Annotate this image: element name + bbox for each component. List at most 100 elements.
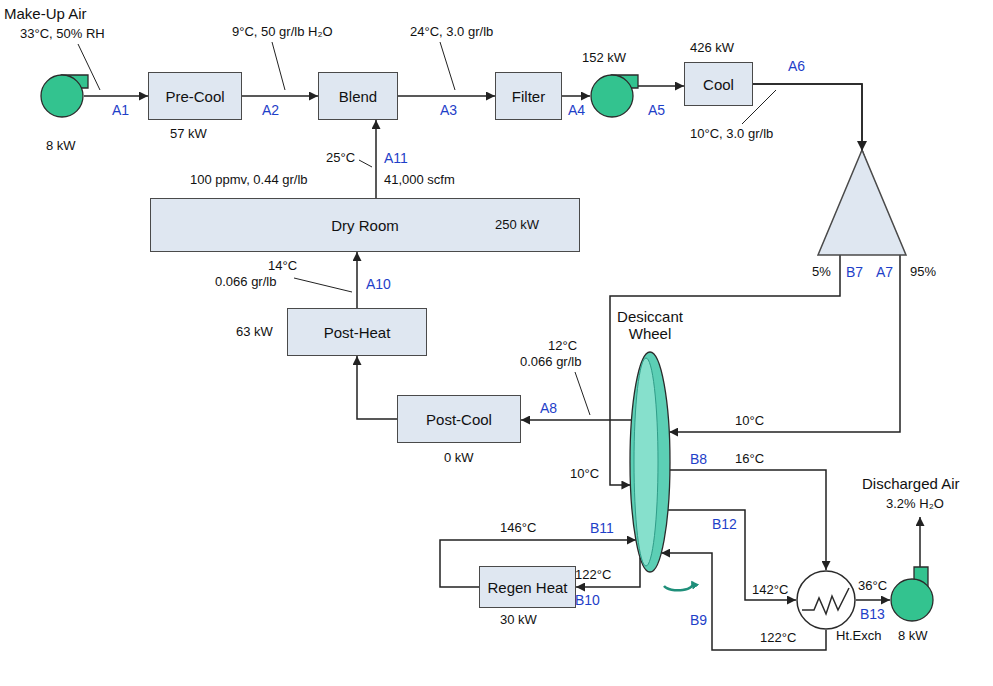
fan-symbol: 8 kW bbox=[40, 74, 84, 118]
fan-body bbox=[891, 579, 933, 621]
annotation: 9°C, 50 gr/lb H₂O bbox=[232, 24, 333, 40]
stream-id: A4 bbox=[568, 102, 585, 118]
node-label: Post-Heat bbox=[324, 324, 391, 341]
annotation: 0.066 gr/lb bbox=[215, 274, 276, 290]
node-label: 8 kW bbox=[46, 138, 76, 153]
leader-line bbox=[272, 42, 285, 90]
annotation: 122°C bbox=[760, 630, 796, 646]
annotation: 3.2% H₂O bbox=[886, 496, 944, 512]
annotation: 24°C, 3.0 gr/lb bbox=[410, 24, 493, 40]
rotation-arrow bbox=[664, 582, 693, 590]
annotation: 33°C, 50% RH bbox=[20, 26, 105, 42]
flow-line bbox=[856, 599, 890, 601]
stream-id: A7 bbox=[876, 264, 893, 280]
desiccant-wheel-outline bbox=[630, 352, 670, 572]
process-box: Blend bbox=[318, 72, 398, 120]
stream-id: A5 bbox=[648, 102, 665, 118]
node-label: 8 kW bbox=[898, 628, 928, 643]
flow-line bbox=[84, 95, 148, 97]
annotation: 142°C bbox=[752, 582, 788, 598]
leader-line bbox=[359, 160, 372, 167]
fan-symbol-outline bbox=[890, 578, 934, 622]
flow-line bbox=[632, 85, 684, 87]
annotation: 12°C bbox=[548, 338, 577, 354]
process-box: Filter bbox=[495, 72, 562, 120]
fan-symbol-outline bbox=[590, 74, 634, 118]
node-label: Desiccant Wheel bbox=[600, 308, 700, 342]
heat-exchanger: Ht.Exch bbox=[796, 570, 856, 630]
annotation: 95% bbox=[910, 264, 936, 280]
annotation: 36°C bbox=[858, 578, 887, 594]
fan-body bbox=[591, 75, 633, 117]
annotation: 146°C bbox=[500, 520, 536, 536]
node-label: 152 kW bbox=[582, 50, 626, 65]
annotation: 100 ppmv, 0.44 gr/lb bbox=[190, 172, 308, 188]
annotation: 41,000 scfm bbox=[384, 172, 455, 188]
process-box: Pre-Cool bbox=[148, 72, 242, 120]
room-box: Dry Room 250 kW bbox=[150, 198, 580, 252]
stream-id: A1 bbox=[112, 102, 129, 118]
annotation: 25°C bbox=[326, 150, 355, 166]
annotation: 10°C bbox=[570, 466, 599, 482]
process-box: Post-Cool bbox=[397, 395, 521, 443]
fan-symbol: 152 kW bbox=[590, 74, 634, 118]
flow-line bbox=[398, 95, 495, 97]
splitter-triangle bbox=[818, 150, 906, 255]
stream-id: B9 bbox=[690, 612, 707, 628]
annotation: 426 kW bbox=[690, 40, 734, 56]
flow-line bbox=[670, 470, 826, 570]
stream-id: A2 bbox=[262, 102, 279, 118]
node-label: Dry Room bbox=[331, 217, 399, 234]
flow-line bbox=[562, 95, 590, 97]
desiccant-wheel: Desiccant Wheel bbox=[630, 352, 670, 572]
stream-id: B10 bbox=[575, 592, 600, 608]
annotation: 63 kW bbox=[236, 324, 273, 340]
annotation: 10°C, 3.0 gr/lb bbox=[690, 126, 773, 142]
leader-line bbox=[440, 42, 455, 90]
flow-line bbox=[521, 419, 632, 421]
stream-id: A8 bbox=[540, 400, 557, 416]
leader-line bbox=[294, 278, 352, 292]
stream-id: B7 bbox=[846, 264, 863, 280]
flow-line bbox=[357, 356, 397, 419]
annotation: 14°C bbox=[268, 258, 297, 274]
annotation: 57 kW bbox=[170, 126, 207, 142]
wheel-inner bbox=[634, 358, 658, 566]
node-label: Regen Heat bbox=[487, 579, 567, 596]
heat-exchanger-outline bbox=[796, 570, 856, 630]
annotation: 16°C bbox=[735, 451, 764, 467]
annotation: 122°C bbox=[575, 567, 611, 583]
annotation: 0 kW bbox=[444, 450, 474, 466]
flow-line bbox=[669, 84, 900, 432]
leader-line bbox=[575, 372, 590, 415]
discharge-arrow bbox=[919, 517, 921, 567]
exchanger-body bbox=[797, 571, 855, 629]
annotation: 5% bbox=[812, 264, 831, 280]
stream-id: B11 bbox=[590, 520, 614, 536]
flow-line bbox=[576, 557, 640, 587]
node-label: Ht.Exch bbox=[836, 628, 882, 643]
stream-id: B12 bbox=[712, 516, 737, 532]
annotation: 0.066 gr/lb bbox=[520, 354, 581, 370]
flow-line bbox=[242, 95, 318, 97]
node-label: Pre-Cool bbox=[165, 88, 224, 105]
stream-id: A10 bbox=[366, 276, 391, 292]
process-box: Cool bbox=[684, 62, 753, 106]
wheel-face bbox=[630, 352, 670, 572]
exchanger-coil bbox=[802, 588, 849, 614]
annotation: 30 kW bbox=[500, 612, 537, 628]
flow-line bbox=[668, 510, 796, 600]
fan-body bbox=[41, 75, 83, 117]
node-value: 250 kW bbox=[495, 217, 539, 232]
process-box: Regen Heat bbox=[479, 566, 576, 608]
fan-symbol: 8 kW bbox=[890, 578, 934, 622]
node-label: Post-Cool bbox=[426, 411, 492, 428]
annotation: Make-Up Air bbox=[4, 6, 87, 22]
flow-line bbox=[356, 252, 358, 308]
node-label: Cool bbox=[703, 76, 734, 93]
annotation: Discharged Air bbox=[862, 476, 960, 492]
node-label: Filter bbox=[512, 88, 545, 105]
arrow-head bbox=[857, 141, 867, 151]
flow-line bbox=[375, 120, 377, 198]
process-box: Post-Heat bbox=[287, 308, 427, 356]
